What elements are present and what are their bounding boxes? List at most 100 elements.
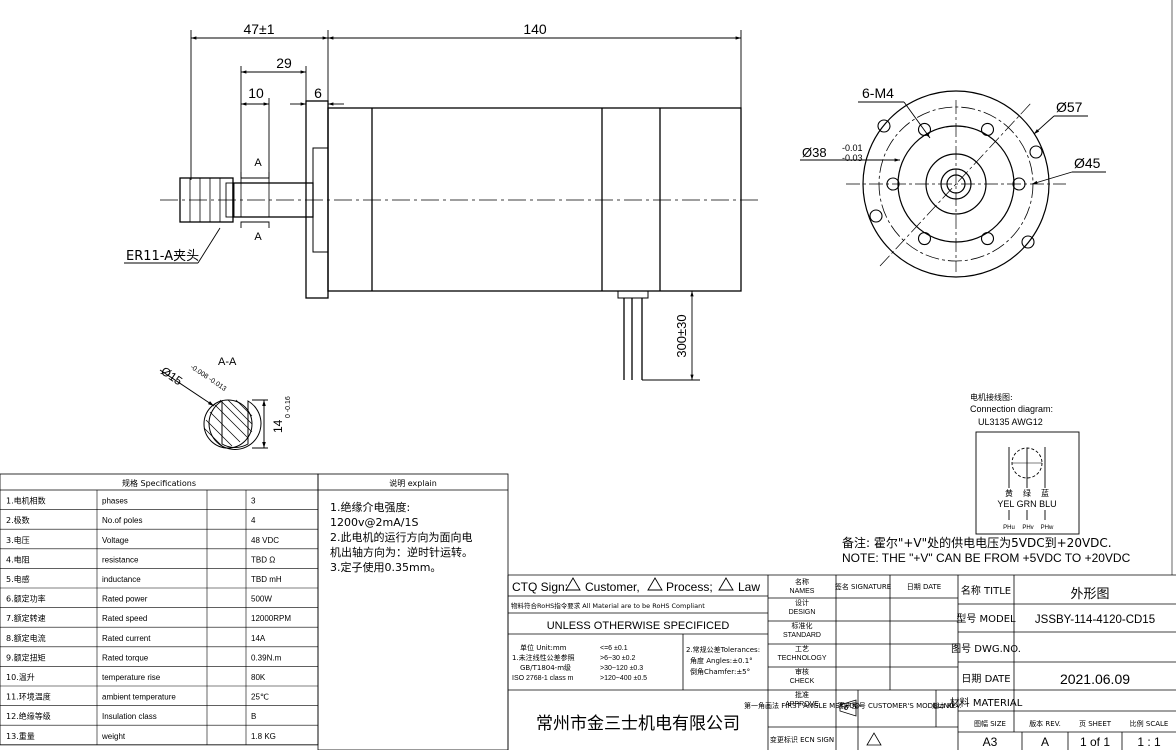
names-en: APPROVE: [785, 701, 819, 708]
phase-v: PHv: [1022, 525, 1033, 531]
spec-row-en: phases: [102, 497, 128, 506]
ctq-customer: Customer,: [585, 580, 640, 594]
spec-row-en: ambient temperature: [102, 693, 176, 702]
first-angle-method: 第一角画法 FIRST ANGLE METHOD: [744, 701, 860, 710]
names-cn: 工艺: [795, 645, 809, 653]
rev-label: 版本 REV.: [1029, 719, 1061, 728]
spec-row-value: TBD Ω: [251, 555, 275, 564]
spec-row-cn: 7.额定转速: [6, 613, 46, 623]
m4-hole: [917, 122, 932, 136]
m4-hole: [917, 232, 932, 246]
spec-row-value: 4: [251, 516, 256, 525]
names-en: STANDARD: [783, 632, 821, 639]
names-en: CHECK: [790, 678, 815, 685]
explain-line: 1200v@2mA/1S: [330, 516, 418, 529]
phase-u: PHu: [1003, 525, 1015, 531]
side-dimensions: [124, 30, 742, 381]
spec-row-cn: 8.额定电流: [6, 633, 46, 643]
spec-row-cn: 11.环境温度: [6, 692, 51, 702]
wire-green-cn: 绿: [1023, 489, 1031, 498]
dim-6: 6: [314, 85, 322, 101]
title-value: 外形图: [1070, 587, 1109, 602]
section-outline: [208, 400, 262, 450]
section-mark-bottom: A: [254, 231, 262, 243]
wire-yellow-cn: 黄: [1005, 488, 1013, 498]
model-value: JSSBY-114-4120-CD15: [1035, 614, 1155, 626]
tol-unit: 单位 Unit:mm: [520, 643, 567, 652]
tol-standard: GB/T1804-m级: [520, 663, 571, 672]
ctq-triangles: [565, 577, 734, 591]
tol-range-4: >120~400 ±0.5: [600, 675, 647, 682]
spec-row-value: B: [251, 712, 256, 721]
names-en: TECHNOLOGY: [777, 655, 826, 662]
spec-row-value: 25℃: [251, 693, 269, 702]
spec-row-en: Insulation class: [102, 712, 157, 721]
wire-colors-en: YEL GRN BLU: [997, 499, 1056, 509]
label-6-m4: 6-M4: [862, 85, 894, 101]
spec-row-en: Voltage: [102, 536, 129, 545]
spec-row-cn: 13.重量: [6, 731, 35, 741]
tol-range-3: >30~120 ±0.3: [600, 665, 643, 672]
section-title: A-A: [218, 356, 237, 368]
spec-row-en: inductance: [102, 575, 141, 584]
spec-row-cn: 3.电压: [6, 535, 30, 545]
date-value: 2021.06.09: [1060, 671, 1130, 687]
spec-row-value: 80K: [251, 673, 266, 682]
spec-table-frame: [0, 473, 319, 746]
spec-row-en: Rated current: [102, 634, 151, 643]
ctq-sign: CTQ Sign:: [512, 580, 568, 594]
names-en: DESIGN: [789, 609, 816, 616]
explain-block: [317, 473, 509, 750]
section-diameter-tol: -0.008 -0.013: [189, 364, 228, 393]
scale-value: 1 : 1: [1137, 735, 1161, 749]
spec-row-en: Rated torque: [102, 653, 149, 662]
col-date: 日期 DATE: [907, 583, 941, 591]
spec-row-cn: 1.电机相数: [6, 496, 46, 506]
spec-row-en: No.of poles: [102, 516, 142, 525]
names-column: 名称NAMES设计DESIGN标准化STANDARD工艺TECHNOLOGY审核…: [777, 577, 826, 708]
explain-header: 说明 explain: [389, 478, 437, 488]
label-d38: Ø38: [802, 145, 827, 160]
front-holes: [869, 119, 1043, 249]
col-signature: 签名 SIGNATURE: [835, 582, 891, 591]
spec-header: 规格 Specifications: [122, 478, 196, 488]
dwg-label: 图号 DWG.NO.: [951, 643, 1021, 655]
spec-row-cn: 12.绝缘等级: [6, 711, 51, 721]
flange-hole: [1021, 235, 1035, 249]
m4-hole: [980, 122, 995, 136]
spec-row-cn: 6.额定功率: [6, 594, 46, 604]
tol-linear: 1.未注线性公差参照: [512, 653, 575, 662]
label-d38-lower: -0.03: [842, 153, 863, 163]
names-en: NAMES: [790, 588, 815, 595]
sheet-value: 1 of 1: [1080, 735, 1110, 749]
title-block: [507, 574, 1176, 750]
wire-blue-cn: 蓝: [1041, 488, 1049, 498]
names-cn: 设计: [795, 598, 809, 607]
flange-hole: [1029, 145, 1043, 159]
section-flat-tol: 0 -0.16: [285, 396, 292, 418]
names-cn: 名称: [795, 577, 809, 586]
tol-range-1: <=6 ±0.1: [600, 645, 628, 652]
collet-label: ER11-A夹头: [126, 249, 199, 264]
section-mark-top: A: [254, 157, 262, 169]
rev-cn: 版本 REV.: [932, 701, 961, 710]
rohs-note: 物料符合RoHS指令要求 All Material are to be RoHS…: [511, 601, 705, 610]
explain-lines: 1.绝缘介电强度:1200v@2mA/1S2.此电机的运行方向为面向电机出轴方向…: [330, 500, 473, 574]
front-centerlines: [846, 100, 1066, 272]
spec-row-en: temperature rise: [102, 673, 161, 682]
spec-row-value: 14A: [251, 634, 266, 643]
phase-w: PHw: [1041, 525, 1054, 531]
spec-row-value: 48 VDC: [251, 536, 279, 545]
scale-label: 比例 SCALE: [1130, 719, 1169, 728]
ang-tolerance: 2.常规公差Tolerances:: [686, 645, 760, 654]
m4-hole: [980, 232, 995, 246]
flange-hole: [869, 209, 883, 223]
title-label: 名称 TITLE: [961, 584, 1011, 597]
dim-29: 29: [276, 55, 292, 71]
ctq-law: Law: [738, 580, 760, 594]
spec-row-value: 500W: [251, 595, 272, 604]
flange-hole: [877, 119, 891, 133]
size-value: A3: [983, 735, 998, 749]
dim-47: 47±1: [243, 21, 274, 37]
